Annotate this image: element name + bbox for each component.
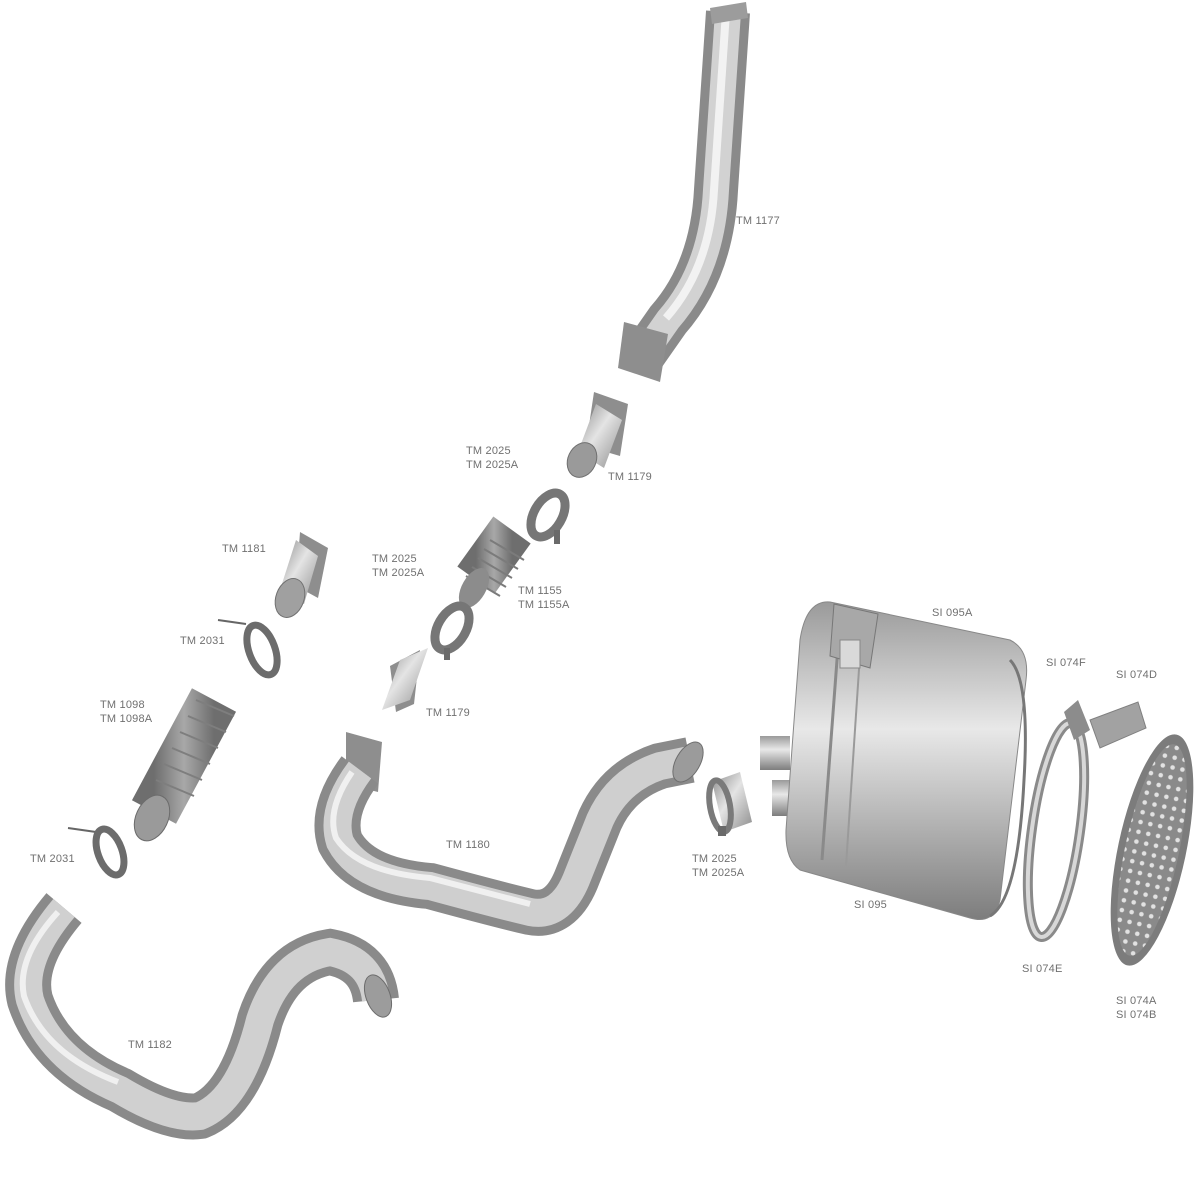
adapter-tm1181 (274, 532, 328, 618)
clamp-tm2025-upper (526, 488, 570, 544)
pipe-tm1182 (5, 893, 399, 1140)
label-si095: SI 095 (854, 899, 888, 911)
label-tm2031-lower: TM 2031 (30, 853, 75, 865)
label-si095a: SI 095A (932, 607, 973, 619)
clamp-tm2025-middle (430, 601, 474, 660)
label-si074f: SI 074F (1046, 657, 1086, 669)
label-tm1182: TM 1182 (128, 1039, 172, 1051)
pipe-tm1180 (314, 732, 704, 936)
label-tm1177: TM 1177 (736, 215, 780, 227)
label-si074d: SI 074D (1116, 669, 1158, 681)
label-tm1179-lower: TM 1179 (426, 707, 470, 719)
pipe-tm1177 (618, 2, 750, 382)
label-si074e: SI 074E (1022, 963, 1063, 975)
clamp-tm2031-upper (217, 619, 281, 679)
bracket-si074d (1089, 701, 1147, 749)
label-tm2031-upper: TM 2031 (180, 635, 225, 647)
label-tm1180: TM 1180 (446, 839, 490, 851)
band-clamp-si074e (1022, 700, 1090, 943)
label-tm1179-upper: TM 1179 (608, 471, 652, 483)
adapter-tm1179-lower (382, 648, 428, 712)
flexpipe-tm1155 (457, 516, 531, 608)
flexpipe-tm1098 (131, 688, 237, 842)
mesh-cap-si074a (1110, 734, 1194, 966)
muffler-si095 (760, 601, 1028, 920)
clamp-tm2025-lower (706, 772, 752, 836)
label-tm1181: TM 1181 (222, 543, 266, 555)
clamp-tm2031-lower (67, 825, 128, 879)
adapter-tm1179-upper (566, 392, 628, 478)
